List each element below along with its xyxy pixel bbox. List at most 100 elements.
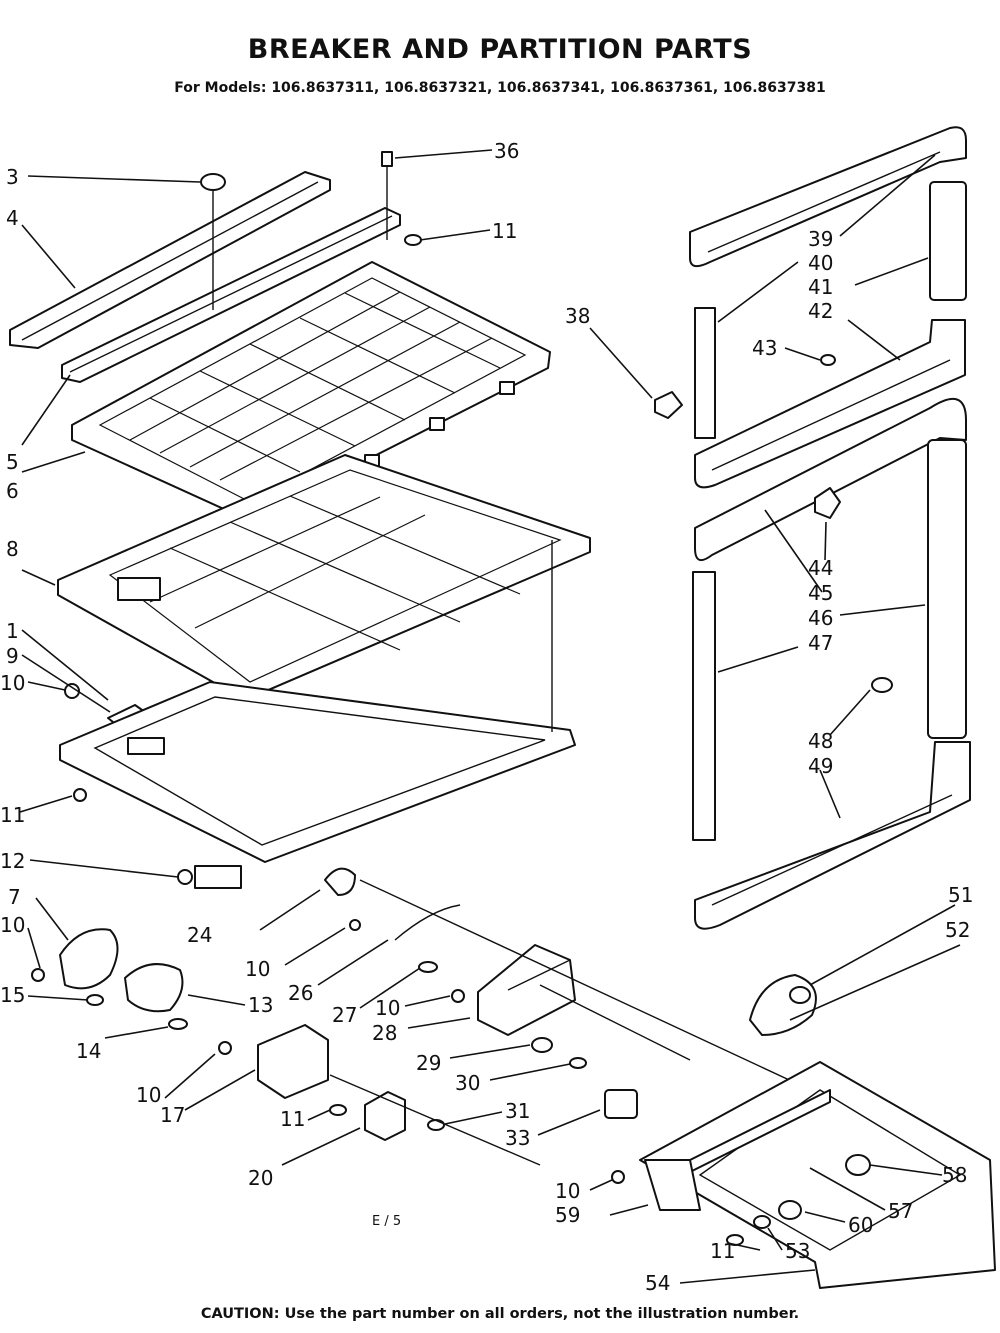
part-39-upper-trim[interactable] bbox=[689, 126, 967, 268]
part-24-light-socket[interactable] bbox=[324, 867, 356, 896]
callout-5: 5 bbox=[6, 450, 19, 474]
part-44-clip[interactable] bbox=[814, 487, 841, 519]
callout-7: 7 bbox=[8, 885, 21, 909]
part-48-clip[interactable] bbox=[871, 677, 893, 693]
page-title: BREAKER AND PARTITION PARTS bbox=[247, 34, 753, 65]
callout-10-a: 10 bbox=[0, 671, 25, 695]
part-11-screw-17[interactable] bbox=[329, 1104, 347, 1116]
callout-46: 46 bbox=[808, 606, 833, 630]
callout-10-b: 10 bbox=[0, 913, 25, 937]
part-13-housing[interactable] bbox=[124, 963, 184, 1013]
part-59-housing[interactable] bbox=[644, 1159, 701, 1211]
part-38-clip[interactable] bbox=[654, 391, 683, 419]
callout-58: 58 bbox=[942, 1163, 967, 1187]
callout-11-c: 11 bbox=[492, 219, 517, 243]
part-27-screw[interactable] bbox=[418, 961, 438, 973]
callout-4: 4 bbox=[6, 206, 19, 230]
callout-12: 12 bbox=[0, 849, 25, 873]
callout-11-b: 11 bbox=[280, 1107, 305, 1131]
part-30-screw[interactable] bbox=[569, 1057, 587, 1069]
caution-note: CAUTION: Use the part number on all orde… bbox=[200, 1306, 800, 1322]
callout-36: 36 bbox=[494, 139, 519, 163]
callout-13: 13 bbox=[248, 993, 273, 1017]
callout-29: 29 bbox=[416, 1051, 441, 1075]
part-26-wire-harness[interactable] bbox=[349, 904, 461, 941]
callout-10-e: 10 bbox=[375, 996, 400, 1020]
callout-11-a: 11 bbox=[0, 803, 25, 827]
callout-8: 8 bbox=[6, 537, 19, 561]
part-10-nut-left[interactable] bbox=[31, 968, 45, 982]
drawing-code: E / 5 bbox=[372, 1214, 402, 1229]
part-49-bottom-trim[interactable] bbox=[694, 741, 971, 930]
part-47-vertical-trim[interactable] bbox=[692, 571, 716, 841]
callout-59: 59 bbox=[555, 1203, 580, 1227]
callout-31: 31 bbox=[505, 1099, 530, 1123]
part-14-screw[interactable] bbox=[168, 1018, 188, 1030]
callout-17: 17 bbox=[160, 1103, 185, 1127]
callout-11-d: 11 bbox=[710, 1239, 735, 1263]
callout-51: 51 bbox=[948, 883, 973, 907]
callout-49: 49 bbox=[808, 754, 833, 778]
part-11-screw-top[interactable] bbox=[404, 234, 422, 246]
part-33-thermostat[interactable] bbox=[604, 1089, 638, 1119]
part-54-console-base[interactable] bbox=[639, 1061, 996, 1289]
part-53-clip[interactable] bbox=[753, 1215, 771, 1229]
callout-14: 14 bbox=[76, 1039, 101, 1063]
callout-43: 43 bbox=[752, 336, 777, 360]
callout-28: 28 bbox=[372, 1021, 397, 1045]
part-43-clip[interactable] bbox=[820, 354, 836, 366]
part-45-lower-trim[interactable] bbox=[694, 398, 967, 562]
part-29-knob[interactable] bbox=[531, 1037, 553, 1053]
callout-47: 47 bbox=[808, 631, 833, 655]
part-41-vertical-trim[interactable] bbox=[929, 181, 967, 301]
part-20-switch[interactable] bbox=[364, 1091, 406, 1141]
part-31-screw[interactable] bbox=[427, 1119, 445, 1131]
callout-10-f: 10 bbox=[555, 1179, 580, 1203]
part-15-screw[interactable] bbox=[86, 994, 104, 1006]
part-10-nut-console[interactable] bbox=[611, 1170, 625, 1184]
part-5-breaker-strip[interactable] bbox=[61, 207, 401, 383]
part-36-screw[interactable] bbox=[381, 151, 393, 240]
part-46-vertical-trim[interactable] bbox=[927, 439, 967, 739]
callout-54: 54 bbox=[645, 1271, 670, 1295]
callout-40: 40 bbox=[808, 251, 833, 275]
part-11-screw[interactable] bbox=[73, 788, 87, 802]
callout-48: 48 bbox=[808, 729, 833, 753]
callout-26: 26 bbox=[288, 981, 313, 1005]
callout-45: 45 bbox=[808, 581, 833, 605]
part-28-control-housing[interactable] bbox=[477, 944, 576, 1036]
callout-10-d: 10 bbox=[245, 957, 270, 981]
callout-27: 27 bbox=[332, 1003, 357, 1027]
part-4-top-strip[interactable] bbox=[9, 171, 331, 349]
part-51-light-bulb[interactable] bbox=[749, 974, 817, 1036]
model-list: For Models: 106.8637311, 106.8637321, 10… bbox=[174, 80, 826, 96]
callout-6: 6 bbox=[6, 479, 19, 503]
part-3-fastener[interactable] bbox=[200, 173, 226, 310]
callout-44: 44 bbox=[808, 556, 833, 580]
callout-10-c: 10 bbox=[136, 1083, 161, 1107]
callout-38: 38 bbox=[565, 304, 590, 328]
part-60-knob[interactable] bbox=[778, 1200, 802, 1220]
callout-60: 60 bbox=[848, 1213, 873, 1237]
callout-15: 15 bbox=[0, 983, 25, 1007]
part-10-nut-28[interactable] bbox=[451, 989, 465, 1003]
part-40-vertical-trim[interactable] bbox=[694, 307, 716, 439]
part-7-bracket[interactable] bbox=[59, 928, 119, 990]
callout-57: 57 bbox=[888, 1199, 913, 1223]
part-12-hinge-clip[interactable] bbox=[177, 865, 242, 889]
part-17-bracket[interactable] bbox=[257, 1024, 329, 1099]
callout-53: 53 bbox=[785, 1239, 810, 1263]
callout-9: 9 bbox=[6, 644, 19, 668]
callout-24: 24 bbox=[187, 923, 212, 947]
callout-30: 30 bbox=[455, 1071, 480, 1095]
callout-52: 52 bbox=[945, 918, 970, 942]
callout-labels: 3 4 5 6 8 1 9 10 11 12 7 10 15 14 13 10 … bbox=[0, 139, 973, 1295]
part-10-nut-17[interactable] bbox=[218, 1041, 232, 1055]
callout-1: 1 bbox=[6, 619, 19, 643]
part-lower-frame[interactable] bbox=[59, 540, 576, 863]
part-58-knob[interactable] bbox=[845, 1154, 871, 1176]
callout-42: 42 bbox=[808, 299, 833, 323]
part-8-partition-panel[interactable] bbox=[57, 454, 591, 701]
part-42-middle-trim[interactable] bbox=[694, 319, 966, 489]
